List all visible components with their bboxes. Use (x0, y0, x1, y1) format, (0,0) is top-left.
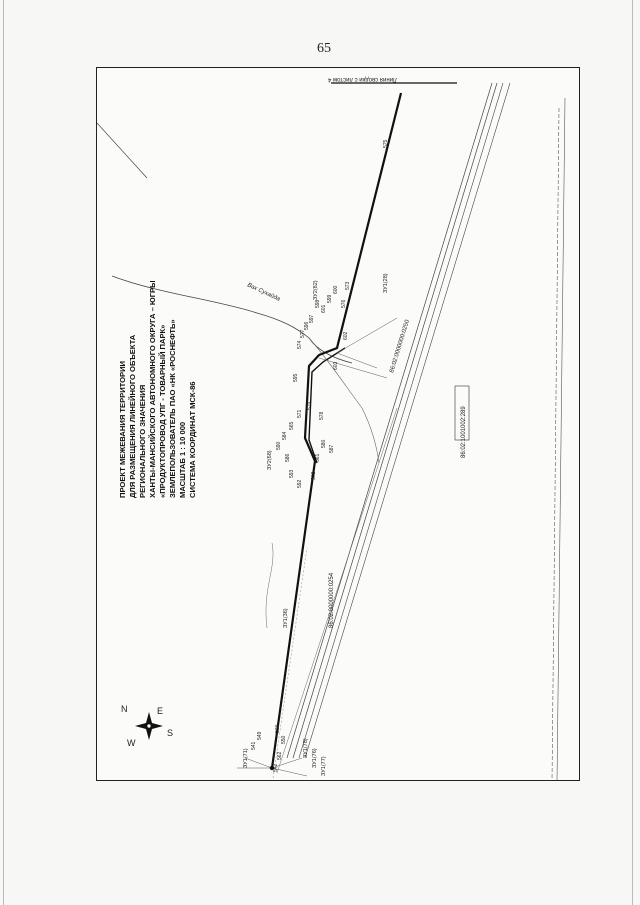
point-584: 584 (282, 431, 288, 440)
point-599: 599 (327, 294, 333, 303)
point-560: 560 (275, 724, 281, 733)
thin-dashed-line (272, 547, 308, 779)
title-line-2: ДЛЯ РАЗМЕЩЕНИЯ ЛИНЕЙНОГО ОБЪЕКТА (128, 334, 137, 498)
road-line-1 (286, 82, 493, 759)
pipeline-route-secondary (308, 347, 346, 464)
point-578: 578 (319, 411, 325, 420)
cadastral-label-0254: 86:02:0000000:0254 (329, 572, 335, 628)
point-592: 592 (297, 479, 303, 488)
river-label: Вах Сухайда (246, 281, 282, 303)
point-579: 579 (307, 401, 313, 410)
title-line-1: ПРОЕКТ МЕЖЕВАНИЯ ТЕРРИТОРИИ (118, 361, 127, 498)
scan-edge-right (632, 0, 633, 905)
road-line-3 (298, 82, 504, 759)
plot-label-zu76: ЗУ1(76) (312, 748, 318, 768)
title-block: ПРОЕКТ МЕЖЕВАНИЯ ТЕРРИТОРИИ ДЛЯ РАЗМЕЩЕН… (118, 280, 197, 498)
compass-e: E (157, 706, 163, 716)
plot-label-zu71: ЗУ1(71) (243, 748, 249, 768)
cadastral-box-289: 86:02:1001002:289 (454, 385, 470, 458)
point-587: 587 (329, 444, 335, 453)
boundary-line-b (556, 97, 566, 780)
cadastral-label-0250: 86:02:0000000:0250 (389, 319, 411, 374)
left-boundary-line (276, 407, 398, 774)
start-node-lines (237, 757, 308, 777)
compass-w: W (127, 738, 136, 748)
plot-label-zu36: ЗУ1(36) (283, 608, 289, 628)
road-line-4 (304, 82, 511, 759)
point-590: 590 (276, 441, 282, 450)
point-601: 601 (321, 304, 327, 313)
point-593: 593 (289, 469, 295, 478)
point-596: 596 (304, 321, 310, 330)
point-562: 562 (311, 471, 317, 480)
page-number: 65 (317, 41, 331, 56)
scan-edge-left (3, 0, 4, 905)
diagonal-top-left (97, 122, 148, 179)
point-576: 576 (341, 299, 347, 308)
title-line-3: РЕГИОНАЛЬНОГО ЗНАЧЕНИЯ (138, 385, 147, 498)
hub-line-1 (336, 352, 378, 369)
plot-label-zu28: ЗУ1(28) (383, 273, 389, 293)
title-line-4: ХАНТЫ-МАНСИЙСКОГО АВТОНОМНОГО ОКРУГА – Ю… (148, 280, 157, 498)
start-line-2 (271, 767, 308, 777)
compass-center (146, 723, 152, 729)
road-corridor (286, 82, 511, 759)
point-549: 549 (257, 731, 263, 740)
title-line-8: СИСТЕМА КООРДИНАТ МСК-86 (188, 381, 197, 498)
start-line-3 (271, 757, 303, 769)
compass-s: S (167, 728, 173, 738)
compass-rose: N E S W (121, 704, 173, 748)
plot-label-zu68: ЗУ2(68) (267, 450, 273, 470)
point-573: 573 (345, 281, 351, 290)
map-canvas: Линия сводки с листом 4 ПРОЕКТ МЕЖЕВАНИЯ… (97, 76, 566, 780)
match-line-label: Линия сводки с листом 4 (327, 76, 397, 82)
start-node-marker (269, 765, 275, 771)
cadastral-label-289: 86:02:1001002:289 (461, 406, 467, 458)
plot-label-zu82: ЗУ2(82) (313, 280, 319, 300)
point-577: 577 (300, 329, 306, 338)
point-602: 602 (343, 331, 349, 340)
pipeline-route (270, 92, 403, 769)
boundary-line-a (551, 107, 560, 780)
hub-lines (318, 317, 398, 379)
point-597: 597 (309, 314, 315, 323)
point-550: 550 (281, 735, 287, 744)
point-600: 600 (333, 285, 339, 294)
plot-label-zu77: ЗУ1(77) (321, 756, 327, 776)
point-586: 586 (285, 453, 291, 462)
compass-n: N (121, 704, 128, 714)
road-line-2 (292, 82, 498, 759)
point-595: 595 (293, 373, 299, 382)
point-575: 575 (383, 139, 389, 148)
point-561: 561 (315, 453, 321, 462)
plot-labels: ЗУ1(71) ЗУ1(78) ЗУ1(76) ЗУ1(77) ЗУ1(36) … (243, 273, 389, 776)
point-571: 571 (297, 409, 303, 418)
river-line (111, 275, 353, 364)
point-580: 580 (321, 439, 327, 448)
creek-line (308, 337, 380, 464)
point-598: 598 (315, 299, 321, 308)
point-562a: 562 (277, 751, 283, 760)
point-565: 565 (289, 421, 295, 430)
point-603: 603 (333, 361, 339, 370)
plot-label-zu78: ЗУ1(78) (303, 738, 309, 758)
match-line: Линия сводки с листом 4 (327, 76, 457, 84)
right-boundary-lines (551, 97, 566, 780)
title-line-5: «ПРОДУКТОПРОВОД УПГ - ТОВАРНЫЙ ПАРК» (158, 325, 167, 498)
point-541: 541 (251, 741, 257, 750)
hub-line-2 (336, 317, 398, 354)
point-labels: 575 573 576 600 599 601 598 602 603 597 … (251, 139, 389, 772)
point-574: 574 (297, 340, 303, 349)
title-line-6: ЗЕМЛЕПОЛЬЗОВАТЕЛЬ ПАО «НК «РОСНЕФТЬ» (168, 319, 177, 498)
point-542: 542 (273, 763, 279, 772)
stream-line (265, 542, 274, 629)
hub-line-3 (318, 357, 388, 379)
map-frame: Линия сводки с листом 4 ПРОЕКТ МЕЖЕВАНИЯ… (96, 67, 580, 781)
cadastral-box-289-frame (454, 385, 470, 441)
title-line-7: МАСШТАБ 1 : 10 000 (178, 422, 187, 498)
start-line-1 (244, 757, 273, 769)
